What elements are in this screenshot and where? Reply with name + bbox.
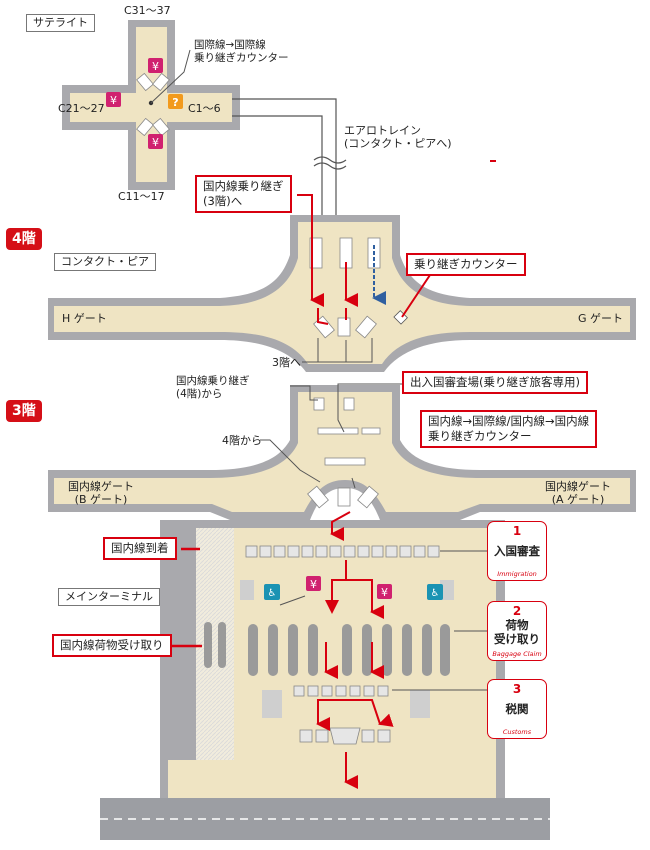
svg-text:¥: ¥ bbox=[381, 586, 388, 599]
transfer-counter-pointer bbox=[150, 49, 191, 104]
level4-pointers bbox=[302, 274, 431, 363]
route-level4 bbox=[297, 194, 386, 325]
currency-exchange-icon: ¥ bbox=[306, 576, 321, 591]
gate-label-c31-37: C31〜37 bbox=[124, 4, 171, 17]
map-marker bbox=[490, 160, 496, 162]
domestic-baggage-box: 国内線荷物受け取り bbox=[52, 634, 172, 657]
road bbox=[100, 798, 550, 840]
gate-label-c11-17: C11〜17 bbox=[118, 190, 165, 203]
currency-exchange-icon: ¥ bbox=[148, 58, 163, 73]
floor-badge-3f: 3階 bbox=[6, 400, 42, 422]
route-level3 bbox=[316, 511, 394, 789]
currency-exchange-icon: ¥ bbox=[148, 134, 163, 149]
redbox-pointers bbox=[171, 547, 202, 648]
from-4f-label: 4階から bbox=[222, 434, 262, 447]
restroom-icon: ♿ bbox=[427, 584, 443, 600]
step-label-en: Baggage Claim bbox=[492, 650, 542, 658]
svg-text:¥: ¥ bbox=[152, 60, 159, 73]
svg-text:¥: ¥ bbox=[310, 578, 317, 591]
step-number: 1 bbox=[512, 524, 522, 538]
gate-label-c21-27: C21〜27 bbox=[58, 102, 105, 115]
step-label: 税関 bbox=[505, 702, 529, 716]
step-pointers bbox=[392, 550, 488, 691]
domestic-transfer-from-4f-label: 国内線乗り継ぎ (4階)から bbox=[176, 375, 250, 400]
domestic-gate-a-label: 国内線ゲート (A ゲート) bbox=[545, 480, 611, 506]
level3-upper-pointers bbox=[260, 383, 404, 489]
step-label: 入国審査 bbox=[494, 544, 540, 558]
step-customs: 3 税関 Customs bbox=[487, 679, 547, 739]
svg-text:?: ? bbox=[172, 96, 178, 109]
svg-text:♿: ♿ bbox=[431, 588, 440, 599]
main-terminal-title: メインターミナル bbox=[58, 588, 160, 606]
restroom-icon: ♿ bbox=[264, 584, 280, 600]
domestic-arrival-box: 国内線到着 bbox=[103, 537, 177, 560]
step-number: 2 bbox=[512, 604, 522, 618]
step-number: 3 bbox=[512, 682, 522, 696]
level3-upper-building bbox=[48, 385, 636, 520]
step-label: 荷物 受け取り bbox=[494, 618, 540, 646]
gate-label-c1-6: C1〜6 bbox=[188, 102, 221, 115]
step-immigration: 1 入国審査 Immigration bbox=[487, 521, 547, 581]
domestic-transfer-counter-box: 国内線→国際線/国内線→国内線 乗り継ぎカウンター bbox=[420, 410, 598, 448]
currency-exchange-icon: ¥ bbox=[377, 584, 392, 599]
step-label-en: Customs bbox=[502, 728, 532, 736]
transfer-counter-box-4f: 乗り継ぎカウンター bbox=[406, 253, 526, 276]
satellite-title: サテライト bbox=[26, 14, 95, 32]
svg-text:♿: ♿ bbox=[268, 588, 277, 599]
step-label-en: Immigration bbox=[497, 570, 537, 578]
aerotrain-track bbox=[232, 98, 347, 240]
domestic-gate-b-label: 国内線ゲート (B ゲート) bbox=[68, 480, 134, 506]
satellite-transfer-counter-label: 国際線→国際線 乗り継ぎカウンター bbox=[194, 39, 289, 64]
information-icon: ? bbox=[168, 94, 183, 109]
contact-pier-building bbox=[48, 215, 636, 372]
to-3f-label: 3階へ bbox=[272, 356, 301, 369]
main-terminal-building bbox=[160, 520, 505, 810]
exchange-pointer bbox=[279, 595, 306, 606]
aerotrain-label: エアロトレイン (コンタクト・ピアへ) bbox=[344, 124, 452, 150]
svg-text:¥: ¥ bbox=[152, 136, 159, 149]
contact-pier-title: コンタクト・ピア bbox=[54, 253, 156, 271]
floor-badge-4f: 4階 bbox=[6, 228, 42, 250]
step-baggage-claim: 2 荷物 受け取り Baggage Claim bbox=[487, 601, 547, 661]
immigration-transfer-box: 出入国審査場(乗り継ぎ旅客専用) bbox=[402, 371, 588, 394]
svg-text:¥: ¥ bbox=[110, 94, 117, 107]
gate-h-label: H ゲート bbox=[62, 312, 107, 325]
currency-exchange-icon: ¥ bbox=[106, 92, 121, 107]
domestic-transfer-to-3f-box: 国内線乗り継ぎ (3階)へ bbox=[195, 175, 292, 213]
gate-g-label: G ゲート bbox=[578, 312, 624, 325]
